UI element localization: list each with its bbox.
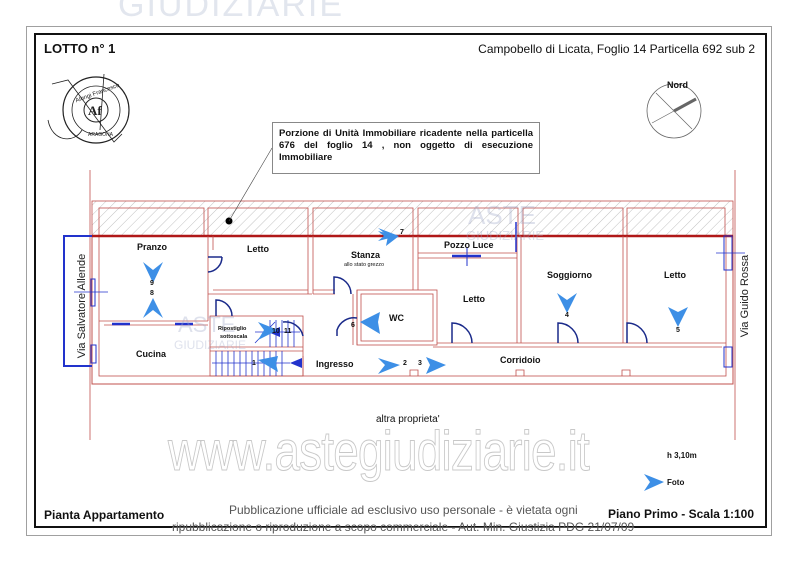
photo-point-6: 6 <box>351 322 355 329</box>
legend-photo-label: Foto <box>667 478 685 487</box>
room-corridoio: Corridoio <box>500 355 541 365</box>
room-ingresso: Ingresso <box>316 359 354 369</box>
giudiziarie-watermark: GIUDIZIARIE <box>466 228 545 243</box>
room-stanza: Stanza <box>351 250 381 260</box>
outer-frame <box>26 26 772 536</box>
room-cucina: Cucina <box>136 349 167 359</box>
giudiziarie-watermark-2: GIUDIZIARIE <box>174 338 247 352</box>
room-pozzo-luce: Pozzo Luce <box>444 240 494 250</box>
svg-text:ARAGONA: ARAGONA <box>88 132 114 138</box>
publication-notice-line2: ripubblicazione o riproduzione a scopo c… <box>172 520 635 534</box>
photo-point-9: 9 <box>150 280 154 287</box>
svg-text:Af: Af <box>88 103 102 118</box>
photo-point-7: 7 <box>400 229 404 236</box>
photo-point-4: 4 <box>565 312 569 319</box>
room-wc: WC <box>389 313 404 323</box>
publication-notice-line1: Pubblicazione ufficiale ad esclusivo uso… <box>229 503 578 517</box>
room-letto-2: Letto <box>463 294 485 304</box>
street-label-right: Via Guido Rossa <box>739 254 751 338</box>
room-letto-3: Letto <box>664 270 686 280</box>
drawing-frame <box>34 33 767 528</box>
aste-watermark-2: ASTE <box>178 312 236 337</box>
north-compass-icon <box>646 83 702 139</box>
street-label-left: Via Salvatore Allende <box>76 253 88 359</box>
floor-scale-label: Piano Primo - Scala 1:100 <box>607 507 754 521</box>
room-ripostiglio-note: sottoscala <box>220 334 248 340</box>
lot-title: LOTTO n° 1 <box>44 41 116 56</box>
room-stanza-note: allo stato grezzo <box>344 262 385 268</box>
room-ripostiglio: Ripostiglio <box>218 326 247 332</box>
room-soggiorno: Soggiorno <box>547 270 592 280</box>
drawing-title: Pianta Appartamento <box>44 508 165 522</box>
photo-point-8: 8 <box>150 290 154 297</box>
room-pranzo: Pranzo <box>137 242 168 252</box>
photo-point-1: 1 <box>252 360 256 367</box>
compass-label: Nord <box>667 80 688 90</box>
architect-stamp-icon: Af Alongi Francesco ARAGONA <box>47 73 130 144</box>
ceiling-height-label: h 3,10m <box>667 451 697 460</box>
adjacent-property-label: altra proprieta' <box>376 414 440 425</box>
photo-point-2: 2 <box>403 360 407 367</box>
photo-point-5: 5 <box>676 327 680 334</box>
aste-watermark: ASTE <box>468 200 536 230</box>
room-letto-1: Letto <box>247 244 269 254</box>
photo-point-11: 11 <box>284 328 292 335</box>
site-watermark: www.astegiudiziarie.it <box>168 419 591 483</box>
photo-point-3: 3 <box>418 360 422 367</box>
photo-point-10: 10 <box>272 328 280 335</box>
note-callout: Porzione di Unità Immobiliare ricadente … <box>272 122 540 174</box>
top-watermark: GIUDIZIARIE <box>118 0 345 24</box>
location-title: Campobello di Licata, Foglio 14 Particel… <box>478 42 755 56</box>
